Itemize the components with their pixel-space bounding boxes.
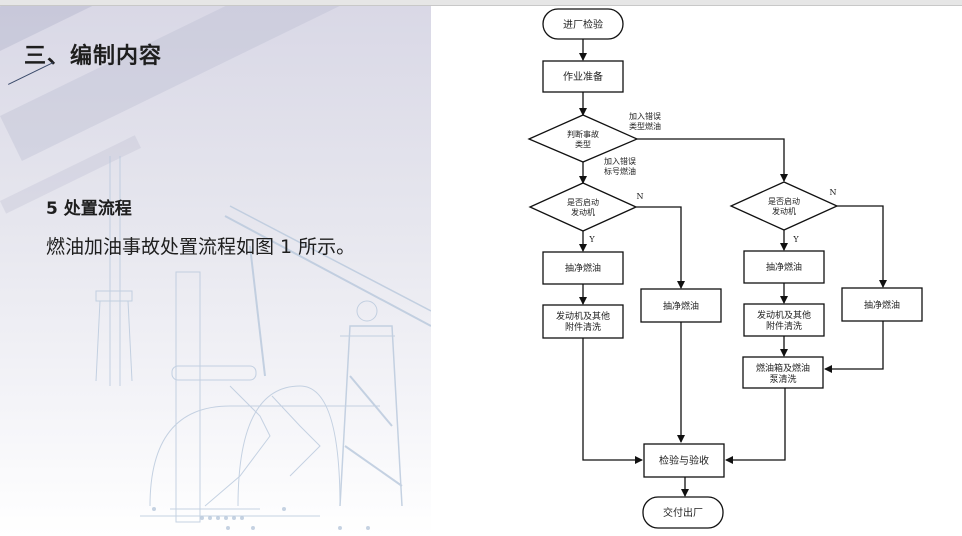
arrow-left-clean-inspect: [582, 338, 643, 464]
node-decision-engine-left-label: 发动机: [571, 207, 595, 217]
flowchart-svg: 进厂检验 作业准备 判断事故 类型 加入错误 类型燃油 加入错误 标号燃油 是否…: [527, 8, 923, 529]
node-inspect-label: 检验与验收: [659, 454, 709, 467]
node-inspect: [643, 443, 725, 478]
node-tank-pump-clean-label: 泵清洗: [769, 373, 796, 385]
node-right-drain-yes-label: 抽净燃油: [766, 261, 802, 273]
node-start-label: 进厂检验: [563, 18, 603, 31]
node-left-drain-yes-label: 抽净燃油: [565, 262, 601, 274]
node-decision-engine-right-label: 发动机: [772, 206, 796, 216]
edge-label-wrong-grade: 标号燃油: [604, 166, 636, 176]
node-decision-type: [527, 114, 639, 163]
node-left-clean-engine-label: 附件清洗: [565, 321, 601, 333]
arrow-left-no: [636, 206, 685, 289]
node-right-clean-engine: [743, 303, 825, 337]
node-prep: [542, 60, 624, 93]
node-left-clean-engine-label: 发动机及其他: [556, 310, 610, 322]
edge-label-no-right: N: [830, 188, 837, 197]
node-right-clean-engine-label: 发动机及其他: [757, 309, 811, 321]
node-prep-label: 作业准备: [563, 70, 603, 83]
edge-label-wrong-type: 类型燃油: [629, 121, 661, 131]
node-decision-type-label: 判断事故: [567, 129, 599, 139]
node-decision-engine-left: [528, 182, 638, 232]
node-left-clean-engine: [542, 304, 624, 339]
node-right-drain-no: [841, 287, 923, 322]
edge-label-wrong-type: 加入错误: [629, 111, 661, 121]
flowchart-figure: 进厂检验 作业准备 判断事故 类型 加入错误 类型燃油 加入错误 标号燃油 是否…: [431, 6, 962, 536]
node-right-clean-engine-label: 附件清洗: [766, 320, 802, 332]
arrow-right-nodrain-tank: [824, 321, 884, 373]
arrow-tank-inspect: [725, 388, 786, 464]
node-right-drain-yes: [743, 250, 825, 284]
node-decision-type-label: 类型: [575, 139, 591, 149]
node-tank-pump-clean-label: 燃油箱及燃油: [756, 362, 810, 374]
sub-heading: 5 处置流程: [46, 199, 132, 219]
node-decision-engine-right: [729, 181, 839, 231]
edge-label-wrong-grade: 加入错误: [604, 156, 636, 166]
node-end-label: 交付出厂: [663, 506, 703, 519]
slide-text-panel: 三、编制内容 5 处置流程 燃油加油事故处置流程如图 1 所示。: [0, 6, 431, 536]
body-text: 燃油加油事故处置流程如图 1 所示。: [46, 236, 356, 258]
node-decision-engine-left-label: 是否启动: [567, 197, 599, 207]
node-left-drain-yes: [542, 251, 624, 285]
node-left-drain-no: [640, 288, 722, 323]
node-left-drain-no-label: 抽净燃油: [663, 300, 699, 312]
node-end: [642, 496, 724, 529]
edge-label-yes-right: Y: [792, 235, 799, 244]
window-top-bar: [0, 0, 962, 6]
oil-rig-background-illustration: [95, 156, 431, 530]
node-tank-pump-clean: [742, 356, 824, 389]
node-right-drain-no-label: 抽净燃油: [864, 299, 900, 311]
edge-label-no-left: N: [637, 192, 644, 201]
node-start: [542, 8, 624, 40]
node-decision-engine-right-label: 是否启动: [768, 196, 800, 206]
arrow-right-no: [837, 205, 887, 288]
arrow-type-to-right: [637, 138, 788, 182]
edge-label-yes-left: Y: [588, 235, 595, 244]
